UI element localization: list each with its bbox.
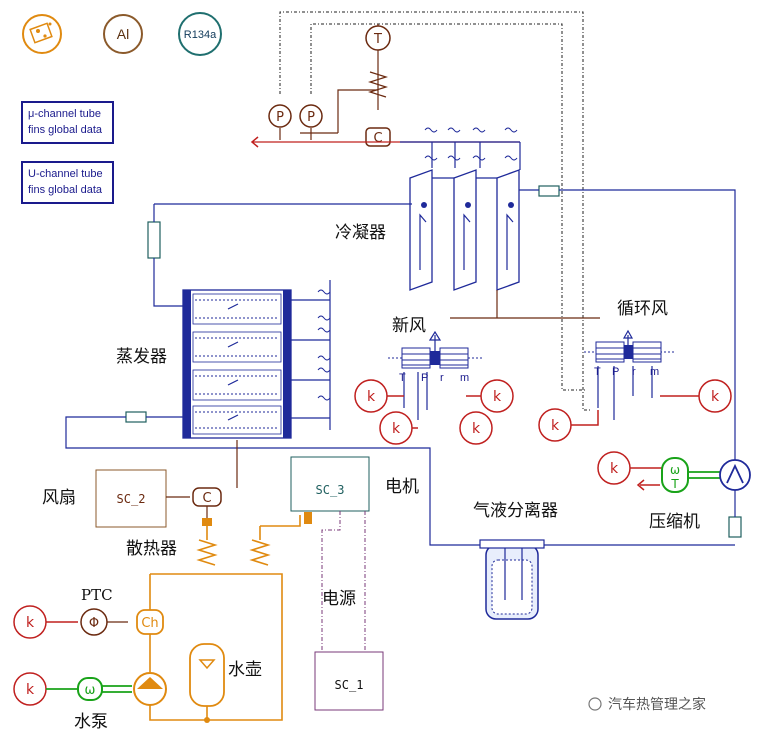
k2-label: k	[392, 421, 401, 437]
k7-label: k	[610, 461, 619, 477]
k-constant-3[interactable]: k	[466, 379, 514, 413]
fan-box-sc2[interactable]: SC_2	[95, 469, 167, 528]
pressure-sensor-1-icon[interactable]: P	[268, 104, 292, 140]
pressure-sensor-1-label: P	[276, 110, 284, 125]
condenser[interactable]	[409, 169, 736, 460]
k-constant-7[interactable]: k	[597, 451, 662, 485]
pump-label: 水泵	[74, 712, 108, 732]
dashed-signal-lines	[279, 11, 590, 411]
sc2-label: SC_2	[117, 492, 146, 506]
expansion-valve-group[interactable]: T C	[300, 24, 391, 147]
watermark-text: 汽车热管理之家	[608, 696, 706, 713]
valve-c-label: C	[373, 131, 382, 146]
sc3-label: SC_3	[316, 483, 345, 497]
k-constant-5[interactable]: k	[538, 408, 599, 442]
k-constant-6[interactable]: k	[660, 379, 732, 413]
k6-label: k	[711, 389, 720, 405]
recirc-port-m: m	[650, 366, 659, 378]
fan-label: 风扇	[42, 488, 76, 508]
watermark: 汽车热管理之家	[588, 696, 706, 713]
water-pump[interactable]: ω	[77, 672, 210, 721]
fresh-port-r: r	[440, 372, 444, 384]
fresh-port-m: m	[460, 372, 469, 384]
recirc-air-label: 循环风	[617, 299, 668, 319]
refrigerant-badge: R134a	[178, 12, 222, 56]
motor-box-sc3[interactable]: SC_3	[290, 456, 370, 652]
k1-label: k	[367, 389, 376, 405]
refrigerant-header-top	[250, 127, 521, 170]
separator-label: 气液分离器	[473, 501, 558, 521]
recirc-air-blower[interactable]: T P r m	[584, 329, 675, 420]
k-constant-4[interactable]: k	[459, 411, 493, 445]
aluminium-badge-text: Al	[117, 26, 129, 42]
uchannel-line2: fins global data	[28, 184, 103, 196]
k4-label: k	[472, 421, 481, 437]
k5-label: k	[551, 418, 560, 434]
power-box-sc1[interactable]: SC_1	[314, 651, 384, 711]
ptc-heater[interactable]: Φ Ch	[80, 574, 164, 672]
recirc-port-r: r	[632, 366, 636, 378]
evaporator[interactable]	[182, 280, 331, 439]
condenser-air-link	[450, 290, 600, 319]
recirc-port-t: T	[594, 366, 601, 378]
sc1-label: SC_1	[335, 678, 364, 692]
ptc-label: PTC	[81, 586, 113, 604]
k9-label: k	[26, 682, 35, 698]
microchannel-data-box[interactable]: μ-channel tube fins global data	[21, 101, 114, 144]
temperature-sensor-icon	[365, 25, 391, 51]
temperature-sensor-label: T	[373, 32, 382, 47]
recirc-port-p: P	[612, 366, 619, 378]
k-constant-8[interactable]: k	[13, 605, 78, 639]
kettle-label: 水壶	[228, 660, 262, 680]
gas-liquid-separator[interactable]	[479, 539, 545, 620]
k8-label: k	[26, 615, 35, 631]
compressor-omega: ω	[670, 463, 680, 477]
water-kettle[interactable]	[189, 643, 225, 723]
radiator-label: 散热器	[126, 539, 177, 559]
uchannel-line1: U-channel tube	[28, 168, 103, 180]
power-label: 电源	[322, 589, 356, 609]
condenser-pipe-icon	[538, 185, 560, 197]
fan-c-label: C	[202, 491, 211, 506]
ptc-ch: Ch	[141, 616, 158, 631]
evaporator-tube-icon	[147, 203, 412, 307]
ptc-phi: Φ	[89, 616, 99, 631]
k-constant-1[interactable]: k	[354, 379, 404, 413]
compressor[interactable]: ω T	[636, 457, 751, 538]
compressor-pipe-icon	[728, 516, 742, 538]
k-constant-9[interactable]: k	[13, 672, 78, 706]
k3-label: k	[493, 389, 502, 405]
microchannel-line2: fins global data	[28, 124, 103, 136]
compressor-t: T	[670, 477, 679, 491]
compressor-label: 压缩机	[649, 512, 700, 532]
pressure-sensor-2-label: P	[307, 110, 315, 125]
pump-omega: ω	[85, 683, 96, 698]
pressure-sensor-2-icon[interactable]: P	[299, 104, 323, 140]
fan-component[interactable]: C	[166, 440, 238, 526]
condenser-label: 冷凝器	[335, 223, 386, 243]
uchannel-data-box[interactable]: U-channel tube fins global data	[21, 161, 114, 204]
fresh-port-p: P	[421, 372, 428, 384]
evaporator-label: 蒸发器	[116, 347, 167, 367]
motor-label: 电机	[385, 477, 419, 497]
radiator[interactable]	[150, 512, 312, 721]
aluminium-badge: Al	[103, 14, 143, 54]
fresh-air-label: 新风	[392, 316, 426, 336]
microchannel-line1: μ-channel tube	[28, 108, 101, 120]
k-constant-2[interactable]: k	[379, 411, 418, 445]
wechat-icon	[588, 697, 602, 711]
fresh-port-t: T	[399, 372, 406, 384]
fresh-air-blower[interactable]: T P r m	[388, 330, 482, 420]
material-badge-icon	[22, 14, 62, 54]
refrigerant-badge-text: R134a	[184, 29, 217, 41]
